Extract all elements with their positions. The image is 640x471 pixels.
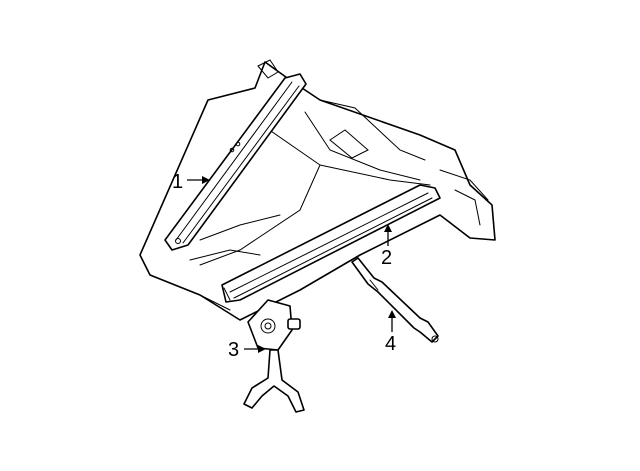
part-3-tire-carrier bbox=[243, 299, 305, 413]
part-2-right-rail bbox=[221, 184, 441, 303]
callout-arrow-4 bbox=[388, 310, 396, 332]
callout-label-4: 4 bbox=[385, 333, 396, 355]
callout-arrow-3 bbox=[244, 345, 266, 353]
callout-label-2: 2 bbox=[381, 247, 392, 269]
part-1-left-rail bbox=[164, 73, 307, 251]
callout-arrow-2 bbox=[384, 224, 392, 246]
callout-label-3: 3 bbox=[228, 339, 239, 361]
callout-arrow-1 bbox=[187, 176, 210, 184]
callout-label-1: 1 bbox=[172, 171, 183, 193]
part-4-jack-handle bbox=[351, 257, 439, 343]
underbody-floor-pan bbox=[139, 59, 496, 321]
